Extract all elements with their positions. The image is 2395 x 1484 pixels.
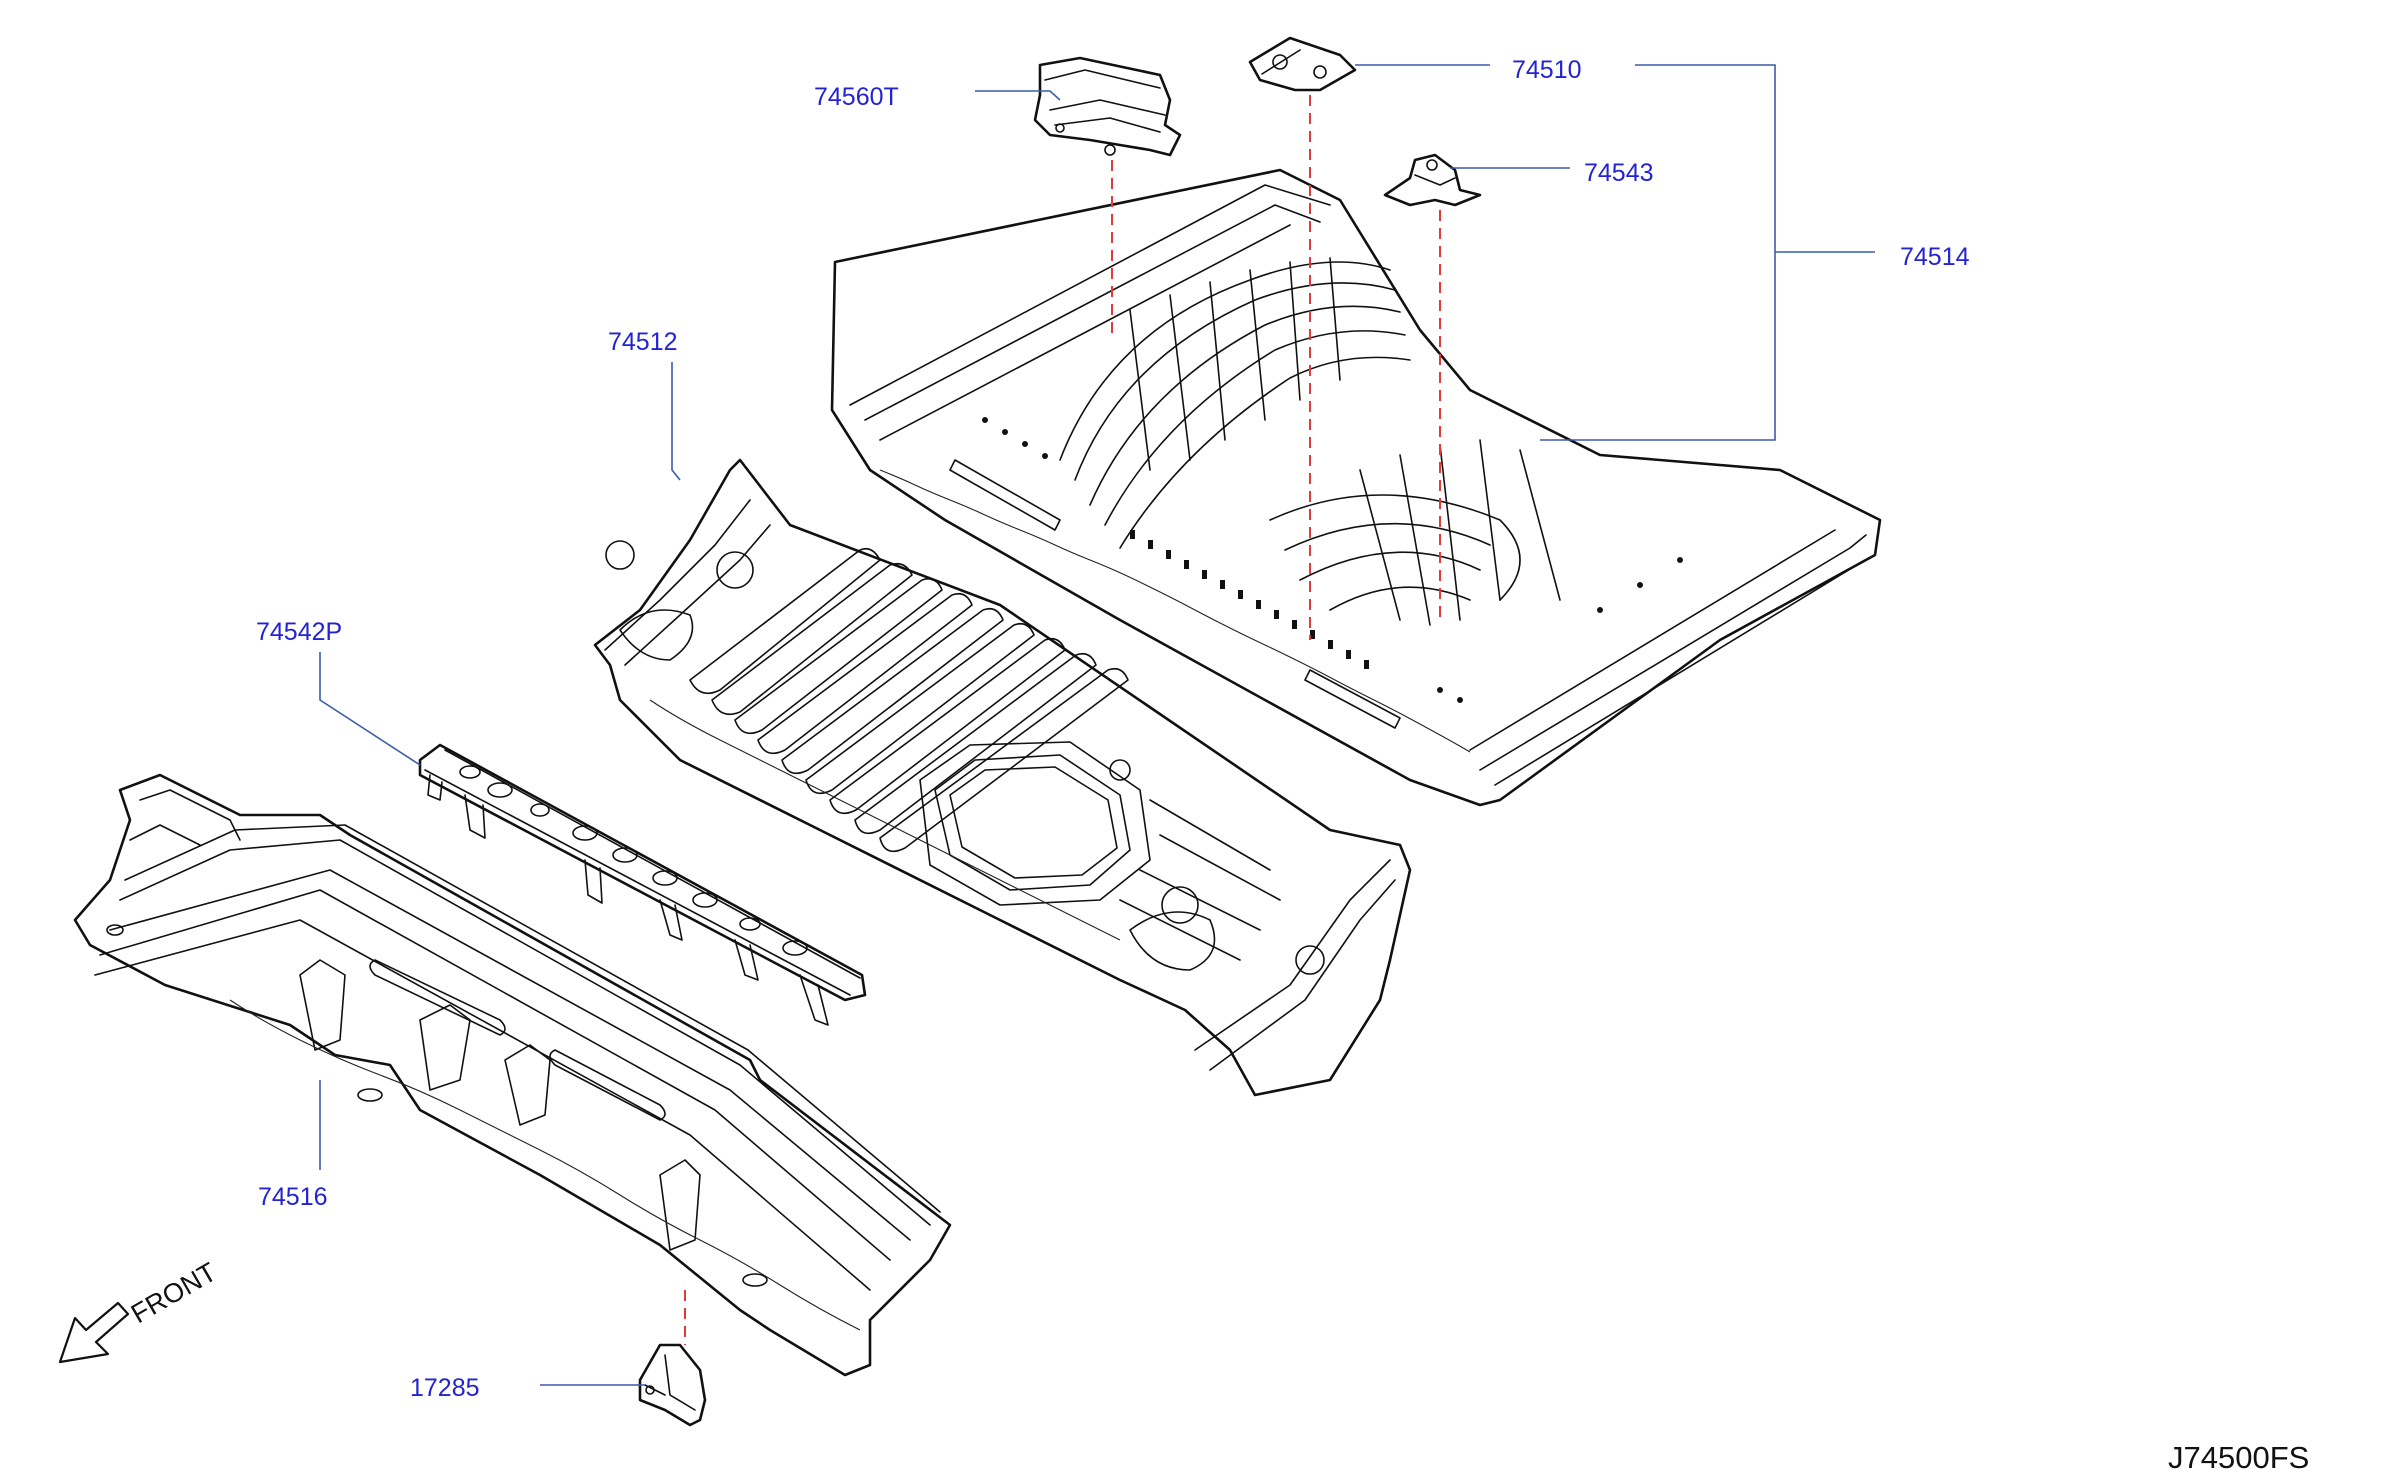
part-label-74542P[interactable]: 74542P (256, 618, 342, 646)
part-label-74560T[interactable]: 74560T (814, 83, 899, 111)
leader-lines (319, 64, 1875, 1386)
part-label-17285[interactable]: 17285 (410, 1374, 480, 1402)
floor-crossmember-74516 (73, 773, 952, 1377)
rear-floor-rear-part (830, 168, 1882, 807)
part-label-74543[interactable]: 74543 (1584, 159, 1654, 187)
part-label-74514[interactable]: 74514 (1900, 243, 1970, 271)
part-label-74512[interactable]: 74512 (608, 328, 678, 356)
bracket-74560T (1033, 56, 1182, 157)
diagram-code: J74500FS (2168, 1440, 2309, 1475)
bracket-74543 (1383, 153, 1482, 207)
crossmember-74542P (418, 743, 867, 1026)
assembly-lines (684, 95, 1441, 1345)
bracket-17285 (638, 1343, 707, 1427)
front-label: FRONT (126, 1257, 222, 1329)
rear-floor-front-part (593, 458, 1412, 1097)
part-label-74516[interactable]: 74516 (258, 1183, 328, 1211)
part-label-74510[interactable]: 74510 (1512, 56, 1582, 84)
front-arrow-icon (58, 1301, 130, 1364)
patch-74510 (1248, 36, 1357, 92)
